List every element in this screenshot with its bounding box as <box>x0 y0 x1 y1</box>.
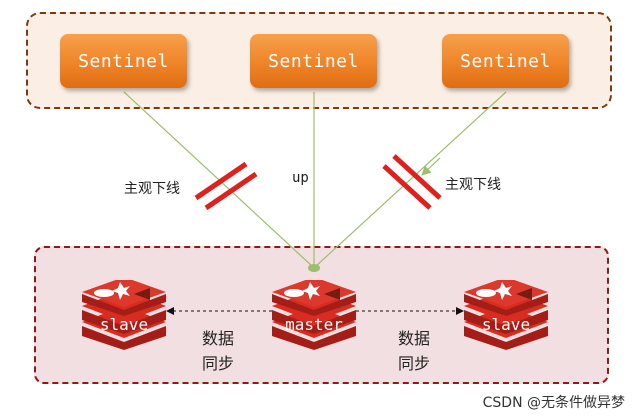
redis-master: master <box>272 277 356 350</box>
sync-label-left: 数据 同步 <box>198 326 238 376</box>
redis-slave-right: slave <box>464 277 548 350</box>
sync-label-right: 数据 同步 <box>394 326 434 376</box>
cut-mark-right <box>382 154 442 210</box>
sentinel-1-label: Sentinel <box>78 50 169 72</box>
slave-right-label: slave <box>481 315 531 334</box>
master-label: master <box>285 315 343 334</box>
label-subjective-down-left: 主观下线 <box>124 181 180 197</box>
sync-right-line1: 数据 <box>397 329 430 348</box>
arrow-right-sentinel <box>421 157 441 176</box>
sync-left-line1: 数据 <box>201 329 234 348</box>
sentinel-2-label: Sentinel <box>268 50 359 72</box>
sentinel-node-3: Sentinel <box>442 34 569 88</box>
redis-logo-icon <box>82 277 166 350</box>
sentinel-node-2: Sentinel <box>250 34 377 88</box>
label-subjective-down-right: 主观下线 <box>445 177 501 193</box>
label-up: up <box>292 170 309 186</box>
link-right-sentinel <box>315 91 507 267</box>
redis-logo-icon <box>272 277 356 350</box>
redis-logo-icon <box>464 277 548 350</box>
sentinel-3-label: Sentinel <box>460 50 551 72</box>
slave-left-label: slave <box>99 315 149 334</box>
watermark: CSDN @无条件做异梦 <box>482 395 625 411</box>
sentinel-node-1: Sentinel <box>60 34 187 88</box>
sync-left-line2: 同步 <box>201 354 234 373</box>
master-connection-dot <box>308 264 320 272</box>
cut-mark-left <box>194 161 258 211</box>
sync-right-line2: 同步 <box>397 354 430 373</box>
link-left-sentinel <box>123 91 313 267</box>
redis-slave-left: slave <box>82 277 166 350</box>
